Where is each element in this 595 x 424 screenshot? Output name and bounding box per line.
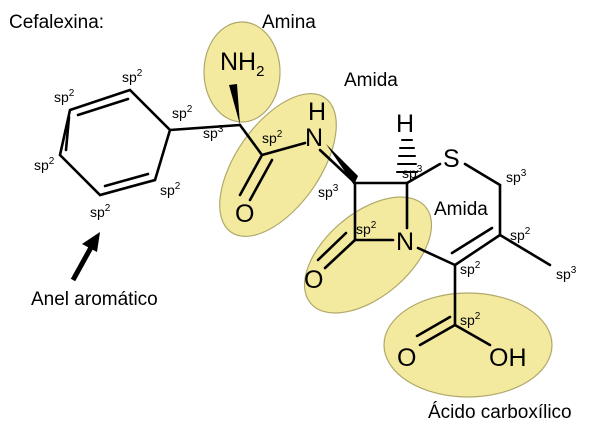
hyb-sp3: sp3 — [203, 124, 224, 141]
title: Cefalexina: — [9, 12, 104, 33]
hybridization-labels: sp2 sp2 sp2 sp2 sp2 sp2 sp3 sp2 sp3 sp3 … — [34, 68, 577, 328]
atom-s: S — [443, 145, 460, 173]
hyb-sp2: sp2 — [460, 311, 481, 328]
hyb-sp2: sp2 — [460, 260, 481, 277]
atom-o-lactam: O — [304, 266, 323, 294]
benzene-ring — [58, 88, 172, 197]
label-amida-top: Amida — [344, 70, 398, 91]
atom-amide-h: H — [308, 98, 326, 126]
acid-highlight — [383, 292, 553, 398]
atom-amide-n: N — [305, 124, 323, 152]
hyb-sp2: sp2 — [510, 226, 531, 243]
label-amida-lactam: Amida — [434, 199, 488, 220]
hyb-sp3: sp3 — [556, 265, 577, 282]
arrow — [70, 232, 100, 282]
atom-h-top: H — [396, 110, 414, 138]
atom-nh2: NH2 — [220, 48, 264, 80]
hyb-sp2: sp2 — [356, 220, 377, 237]
amina-highlight — [203, 21, 281, 123]
atom-o-acid: O — [397, 344, 416, 372]
hyb-sp2: sp2 — [34, 156, 55, 173]
amida-highlight-top — [219, 93, 337, 237]
bonds — [168, 84, 552, 347]
hyb-sp2: sp2 — [160, 181, 181, 198]
hashed-bond-h — [396, 139, 418, 173]
hyb-sp2: sp2 — [90, 203, 111, 220]
hyb-sp2: sp2 — [54, 88, 75, 105]
hyb-sp3: sp3 — [402, 164, 423, 181]
label-anel: Anel aromático — [31, 289, 158, 310]
hyb-sp2: sp2 — [262, 129, 283, 146]
label-amina: Amina — [262, 12, 316, 33]
amida-highlight-lactam — [303, 196, 433, 314]
atom-ring-n: N — [396, 228, 414, 256]
label-acido: Ácido carboxílico — [428, 402, 572, 423]
hyb-sp2: sp2 — [122, 68, 143, 85]
hyb-sp3: sp3 — [318, 183, 339, 200]
atom-o-amide: O — [235, 200, 254, 228]
hyb-sp2: sp2 — [172, 104, 193, 121]
wedge-bond-amide — [326, 144, 358, 185]
wedge-bond-nh2 — [229, 84, 240, 125]
atom-oh: OH — [489, 344, 527, 372]
hyb-sp3: sp3 — [506, 168, 527, 185]
